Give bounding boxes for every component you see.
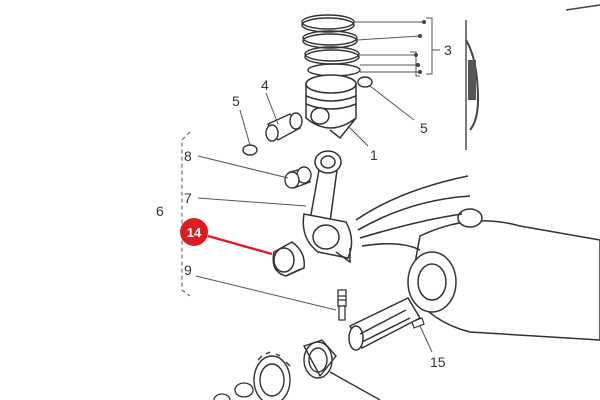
crankshaft-keyway (411, 317, 425, 329)
crankshaft (348, 208, 600, 351)
lower-washer (213, 382, 254, 400)
lower-shaft-line (329, 371, 381, 400)
piston (305, 74, 357, 140)
ring-leader-lines (354, 17, 440, 77)
label-rod: 7 (184, 190, 192, 206)
leader-rod (197, 197, 307, 207)
label-piston: 1 (370, 147, 378, 163)
oil-flow-lines (355, 175, 471, 251)
leader-key (419, 325, 433, 353)
piston-pin (265, 112, 303, 142)
label-bushing: 8 (184, 148, 192, 164)
assembly-bracket (181, 131, 191, 297)
leader-pin (265, 92, 279, 125)
callout-badge (180, 218, 208, 246)
leader-clip-left (239, 109, 251, 146)
lower-bearing (302, 339, 337, 379)
small-end-bushing (284, 166, 312, 189)
label-pin: 4 (261, 77, 269, 93)
callout-number: 14 (187, 225, 202, 240)
leader-bushing (197, 155, 289, 179)
callout-arrow-line (207, 234, 273, 256)
lower-gear (253, 351, 291, 400)
leader-bolt (195, 275, 337, 311)
clip-right (357, 76, 373, 88)
label-clip-right: 5 (420, 120, 428, 136)
right-edge-partial-parts (465, 4, 600, 150)
piston-rings (301, 14, 361, 77)
leader-piston (347, 125, 369, 147)
label-clip-left: 5 (232, 93, 240, 109)
leader-clip-right (369, 85, 415, 121)
bearing-shell (272, 241, 305, 277)
label-assembly: 6 (156, 203, 164, 219)
label-rings: 3 (444, 42, 452, 58)
label-key: 15 (430, 354, 446, 370)
clip-left (242, 144, 258, 156)
ring-leader-dots (414, 20, 426, 74)
label-bolt: 9 (184, 262, 192, 278)
connecting-rod-bolt (337, 289, 347, 321)
connecting-rod (302, 150, 353, 264)
